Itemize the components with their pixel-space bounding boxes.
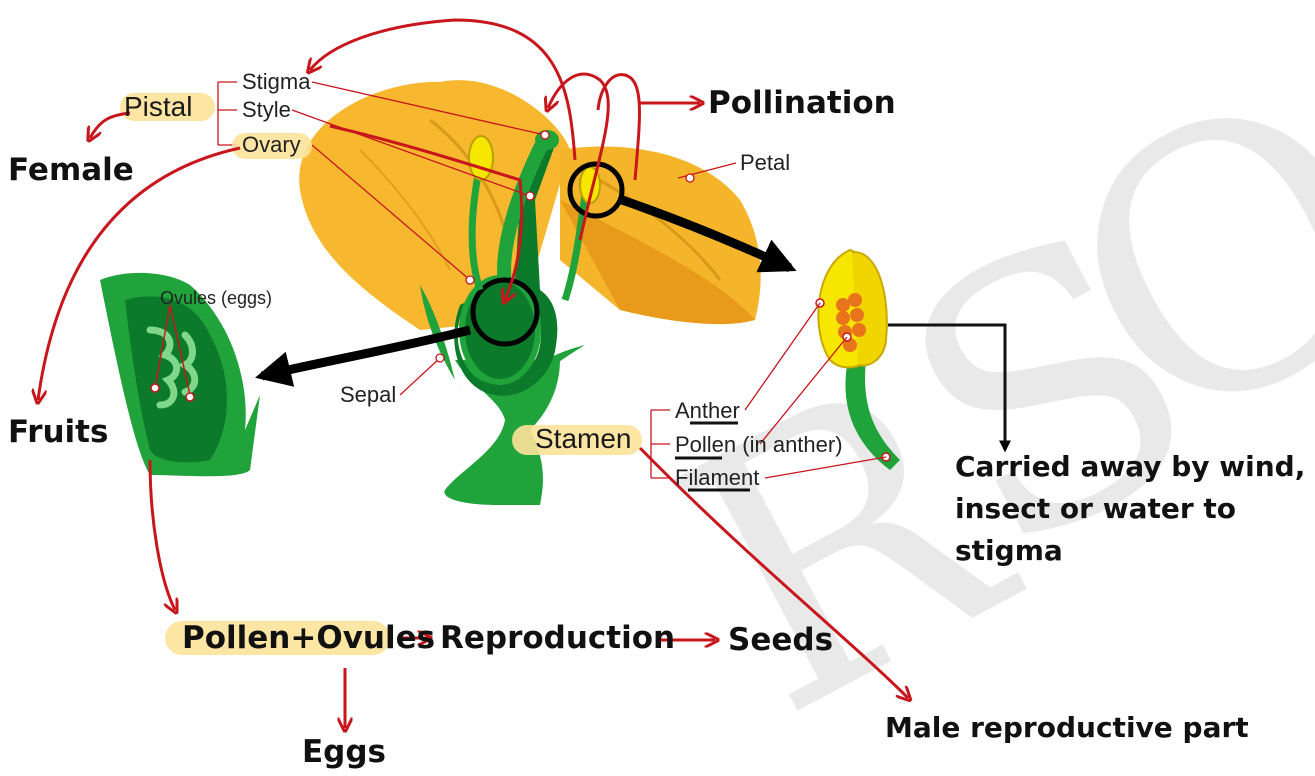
watermark: R S O xyxy=(623,7,1315,776)
label-petal: Petal xyxy=(740,150,790,175)
label-anther: Anther xyxy=(675,398,740,423)
label-ovules: Ovules (eggs) xyxy=(160,288,272,308)
note-seeds: Seeds xyxy=(728,622,833,658)
label-sepal: Sepal xyxy=(340,382,396,407)
label-style: Style xyxy=(242,97,291,122)
note-pollen-ovules: Pollen+Ovules xyxy=(182,620,435,656)
note-reproduction: Reproduction xyxy=(440,620,675,656)
label-filament: Filament xyxy=(675,465,759,490)
label-pistal: Pistal xyxy=(124,91,192,122)
note-fruits: Fruits xyxy=(8,414,108,450)
label-stamen: Stamen xyxy=(535,423,632,454)
label-stigma: Stigma xyxy=(242,69,311,94)
note-eggs: Eggs xyxy=(302,734,386,770)
note-male: Male reproductive part xyxy=(885,711,1249,744)
note-carried-line2: insect or water to xyxy=(955,492,1236,525)
label-pollen: Pollen (in anther) xyxy=(675,432,843,457)
note-carried-line1: Carried away by wind, xyxy=(955,450,1305,483)
note-pollination: Pollination xyxy=(708,85,896,121)
label-ovary: Ovary xyxy=(242,132,301,157)
note-female: Female xyxy=(8,152,134,188)
note-carried-line3: stigma xyxy=(955,534,1063,567)
